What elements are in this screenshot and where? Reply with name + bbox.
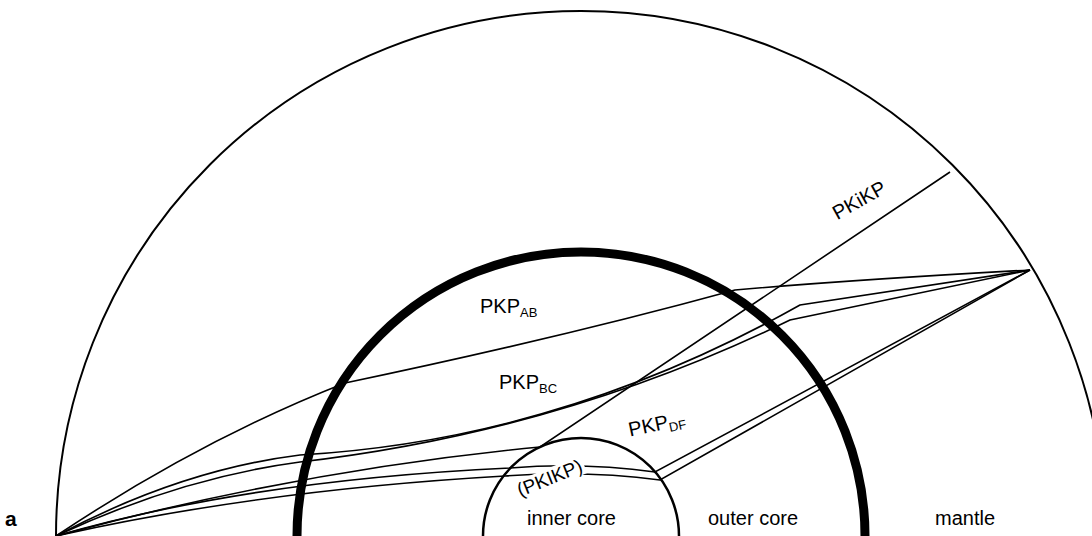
label-group: PKPDF — [625, 407, 690, 442]
label-group: mantle — [935, 508, 995, 528]
pkikp-ray — [56, 172, 950, 536]
label-group: a — [5, 508, 17, 529]
label-group: PKPBC — [497, 372, 559, 395]
pkp-bc-ray-2 — [56, 270, 1030, 536]
label-group: outer core — [708, 508, 798, 528]
phase-label: (PKIKP) — [514, 455, 585, 500]
region-label: a — [5, 507, 17, 530]
pkp-df-ray-2 — [56, 270, 1030, 536]
phase-subscript: BC — [539, 381, 557, 396]
label-group: inner core — [527, 508, 616, 528]
inner-core-boundary — [483, 438, 679, 536]
pkp-bc-ray — [56, 270, 1030, 536]
phase-label: PKP — [626, 411, 670, 441]
label-group: PKPAB — [478, 296, 539, 319]
label-group: (PKIKP) — [512, 455, 586, 500]
phase-label: PKP — [480, 295, 520, 317]
label-group: PKiKP — [827, 176, 891, 223]
pkp-df-ray — [56, 270, 1030, 536]
region-label: mantle — [935, 507, 995, 529]
pkp-ab-ray — [56, 270, 1030, 536]
phase-label: PKP — [499, 371, 539, 393]
region-label: inner core — [527, 507, 616, 529]
region-label: outer core — [708, 507, 798, 529]
phase-subscript: DF — [668, 417, 688, 435]
phase-label: PKiKP — [828, 176, 889, 223]
core-mantle-boundary — [297, 252, 865, 536]
earth-surface — [56, 11, 1092, 536]
phase-subscript: AB — [520, 305, 537, 320]
